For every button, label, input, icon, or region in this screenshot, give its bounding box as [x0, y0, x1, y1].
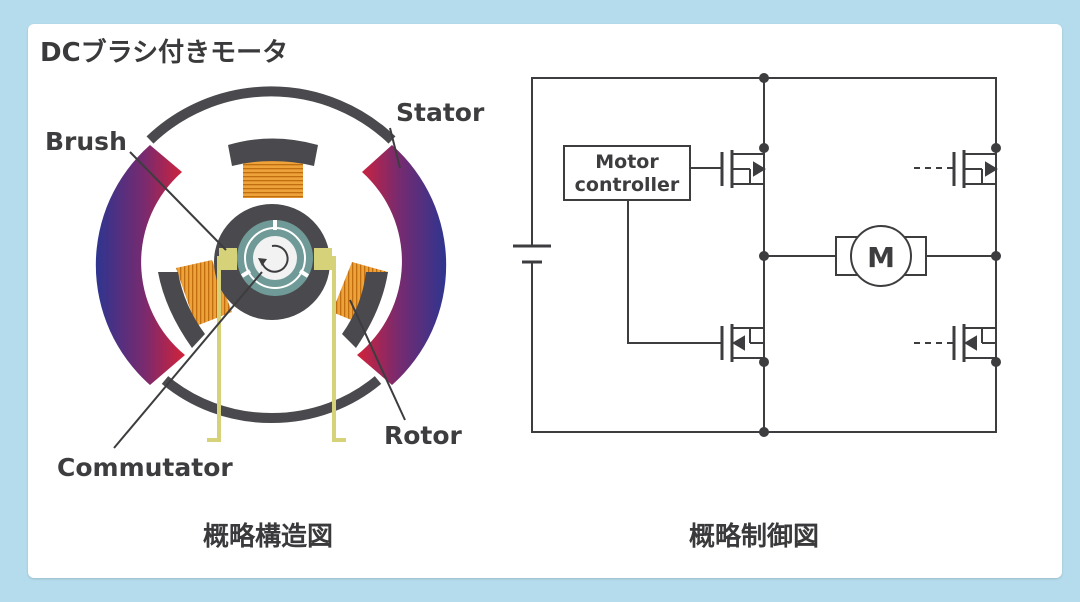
junction-dot: [759, 427, 769, 437]
motor-symbol: M: [867, 241, 895, 274]
motor-circle: [850, 225, 912, 287]
gate-wire-bottom: [627, 200, 722, 344]
stator-label: Stator: [396, 98, 485, 127]
rotor-coil-top: [243, 158, 303, 198]
control-circuit: [513, 77, 998, 433]
motor-controller-box: [563, 145, 691, 201]
commutator-label: Commutator: [57, 453, 233, 482]
junction-dot: [991, 357, 1001, 367]
rotor-pole-left: [158, 272, 205, 348]
mosfet-top-right: [952, 150, 998, 188]
motor-structure: Brush Stator Commutator Rotor: [45, 86, 485, 482]
commutator-gap-right: [298, 269, 310, 278]
junction-dot: [991, 143, 1001, 153]
rotor-pole-top: [228, 138, 318, 166]
rotation-arrowhead-icon: [258, 258, 267, 266]
rotation-hub: [253, 236, 297, 280]
page-title: DCブラシ付きモータ: [40, 38, 289, 68]
brush-left: [219, 248, 237, 270]
brush-label: Brush: [45, 127, 127, 156]
mosfet-bottom-left: [720, 324, 764, 362]
brush-leader: [129, 151, 227, 251]
mosfet-top-left: [720, 150, 766, 188]
junction-dot: [759, 143, 769, 153]
rotor-label: Rotor: [384, 421, 463, 450]
commutator-gap-left: [240, 269, 252, 278]
junction-dot: [759, 73, 769, 83]
controller-label-line1: Motor: [595, 151, 659, 173]
rotation-arrow-icon: [261, 244, 289, 273]
junction-dot: [759, 357, 769, 367]
controller-label-line2: controller: [575, 174, 680, 196]
stator-right: [357, 145, 447, 385]
stator-leader: [389, 127, 401, 169]
brush-right: [314, 248, 332, 270]
rotor-pole-right: [342, 272, 388, 348]
junction-dot: [759, 251, 769, 261]
mosfet-bottom-right: [952, 324, 996, 362]
junction-dots: [759, 73, 1001, 437]
housing-ring-bottom: [161, 376, 382, 423]
stator-left: [95, 145, 185, 385]
housing-ring-top: [146, 86, 396, 144]
rotor-leader: [349, 299, 406, 421]
commutator-leader: [113, 271, 263, 449]
control-caption: 概略制御図: [689, 522, 820, 552]
junction-dot: [991, 251, 1001, 261]
brush-lead-right: [326, 256, 346, 442]
brush-lead-left: [207, 256, 225, 442]
structure-caption: 概略構造図: [203, 522, 334, 552]
